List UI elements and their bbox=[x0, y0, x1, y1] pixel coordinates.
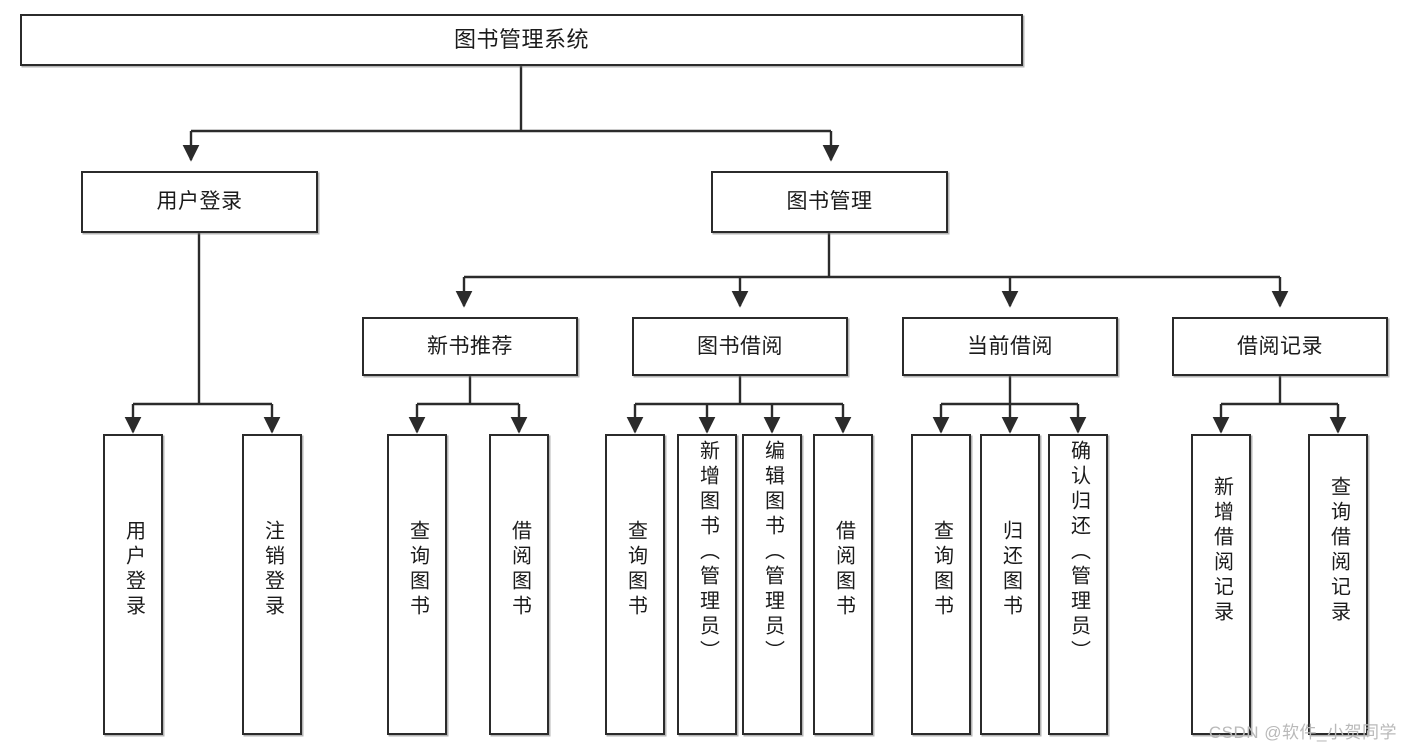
node-label: 借阅记录 bbox=[1237, 334, 1323, 358]
leaf-label: 查询借阅记录 bbox=[1327, 476, 1350, 626]
leaf-label: 用户登录 bbox=[122, 520, 145, 620]
leaf-label: 借阅图书 bbox=[508, 520, 531, 620]
leaf-book-borrow-add-book-admin[interactable]: 新增图书（管理员） bbox=[677, 434, 737, 735]
node-book-management[interactable]: 图书管理 bbox=[711, 171, 948, 233]
leaf-book-borrow-borrow-book[interactable]: 借阅图书 bbox=[813, 434, 873, 735]
leaf-label: 查询图书 bbox=[406, 520, 429, 620]
leaf-current-borrow-confirm-return-admin[interactable]: 确认归还（管理员） bbox=[1048, 434, 1108, 735]
leaf-current-borrow-return-book[interactable]: 归还图书 bbox=[980, 434, 1040, 735]
node-label: 图书借阅 bbox=[697, 334, 783, 358]
leaf-label: 查询图书 bbox=[624, 520, 647, 620]
node-new-book-recommend[interactable]: 新书推荐 bbox=[362, 317, 578, 376]
leaf-new-book-query-book[interactable]: 查询图书 bbox=[387, 434, 447, 735]
leaf-label: 新增图书（管理员） bbox=[696, 440, 719, 665]
leaf-borrow-record-add-record[interactable]: 新增借阅记录 bbox=[1191, 434, 1251, 735]
leaf-user-login-login[interactable]: 用户登录 bbox=[103, 434, 163, 735]
leaf-current-borrow-query-book[interactable]: 查询图书 bbox=[911, 434, 971, 735]
leaf-label: 编辑图书（管理员） bbox=[761, 440, 784, 665]
leaf-label: 新增借阅记录 bbox=[1210, 476, 1233, 626]
leaf-book-borrow-query-book[interactable]: 查询图书 bbox=[605, 434, 665, 735]
node-root-book-management-system[interactable]: 图书管理系统 bbox=[20, 14, 1023, 66]
node-label: 用户登录 bbox=[156, 190, 243, 214]
leaf-label: 确认归还（管理员） bbox=[1067, 440, 1090, 665]
node-user-login[interactable]: 用户登录 bbox=[81, 171, 318, 233]
node-book-borrow[interactable]: 图书借阅 bbox=[632, 317, 848, 376]
watermark-text: CSDN @软件_小贺同学 bbox=[1208, 723, 1397, 742]
leaf-label: 注销登录 bbox=[261, 520, 284, 620]
node-label: 图书管理 bbox=[786, 190, 873, 214]
node-label: 新书推荐 bbox=[427, 334, 513, 358]
leaf-borrow-record-query-record[interactable]: 查询借阅记录 bbox=[1308, 434, 1368, 735]
leaf-book-borrow-edit-book-admin[interactable]: 编辑图书（管理员） bbox=[742, 434, 802, 735]
leaf-label: 归还图书 bbox=[999, 520, 1022, 620]
node-current-borrow[interactable]: 当前借阅 bbox=[902, 317, 1118, 376]
node-borrow-record[interactable]: 借阅记录 bbox=[1172, 317, 1388, 376]
leaf-user-login-logout[interactable]: 注销登录 bbox=[242, 434, 302, 735]
node-label: 图书管理系统 bbox=[453, 26, 589, 52]
leaf-label: 查询图书 bbox=[930, 520, 953, 620]
node-label: 当前借阅 bbox=[967, 334, 1053, 358]
leaf-new-book-borrow-book[interactable]: 借阅图书 bbox=[489, 434, 549, 735]
leaf-label: 借阅图书 bbox=[832, 520, 855, 620]
